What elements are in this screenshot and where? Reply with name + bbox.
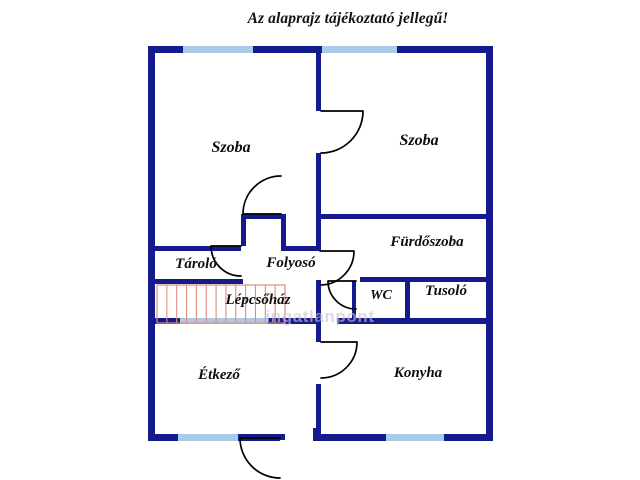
room-label-wc: WC xyxy=(370,288,392,303)
door-taralo xyxy=(210,245,242,277)
horiz-lower-right xyxy=(337,318,493,324)
staircase-outline xyxy=(156,284,286,324)
outer-left xyxy=(148,46,155,441)
window-bottom-left xyxy=(178,434,238,441)
staircase xyxy=(156,284,286,324)
doors-group xyxy=(210,110,364,479)
vert-folyoso-niche xyxy=(281,214,286,250)
horiz-niche-top xyxy=(241,214,285,219)
horiz-bath-top xyxy=(316,214,493,219)
watermark: ingatlanpont xyxy=(265,307,374,326)
horiz-mid-left xyxy=(151,279,243,284)
horiz-tusolo-top xyxy=(405,277,493,282)
room-label-taralo: Tároló xyxy=(175,256,217,272)
door-furdoszoba xyxy=(319,250,355,286)
vert-mid-upper-a xyxy=(316,46,321,111)
room-label-szoba-left: Szoba xyxy=(211,139,250,156)
window-top-left xyxy=(183,46,253,53)
window-bottom-right xyxy=(386,434,444,441)
entry-jamb-right xyxy=(313,428,318,441)
horiz-folyoso-top xyxy=(281,246,319,251)
door-entrance xyxy=(239,437,281,479)
room-label-tusolo: Tusoló xyxy=(425,283,467,299)
room-label-szoba-right: Szoba xyxy=(399,132,438,149)
window-top-right xyxy=(322,46,397,53)
vert-folyoso-right xyxy=(316,218,321,251)
room-label-folyoso: Folyosó xyxy=(265,255,315,271)
door-wc xyxy=(327,280,357,310)
entry-jamb-left xyxy=(280,434,285,440)
room-label-etkezo: Étkező xyxy=(197,366,241,383)
door-szoba-right xyxy=(320,110,364,154)
windows-group xyxy=(178,46,444,441)
outer-right xyxy=(486,46,493,441)
vert-wc-left xyxy=(352,281,356,322)
vert-wc-right xyxy=(405,277,410,322)
room-label-konyha: Konyha xyxy=(393,365,443,381)
vert-lower-mid-a xyxy=(316,280,321,342)
door-konyha xyxy=(320,341,358,379)
room-label-lepcsohaz: Lépcsőház xyxy=(225,292,291,308)
vert-mid-upper-b xyxy=(316,153,321,218)
page-title: Az alaprajz tájékoztató jellegű! xyxy=(247,10,449,27)
horiz-wc-top xyxy=(360,277,410,282)
room-label-furdoszoba: Fürdőszoba xyxy=(389,234,464,250)
window-stair xyxy=(180,318,268,324)
door-szoba-left xyxy=(242,175,282,215)
vert-niche-left xyxy=(241,214,246,246)
vert-lower-mid-b xyxy=(316,384,321,441)
horiz-store-top xyxy=(151,246,241,251)
